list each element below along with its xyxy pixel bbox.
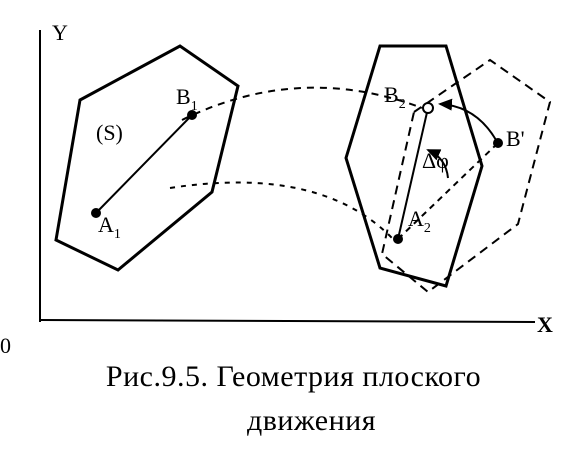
figure-caption-line-2: движения — [246, 404, 377, 437]
angle-arc-delta-phi — [426, 149, 449, 179]
label-a2: A2 — [408, 206, 431, 236]
figure-caption-line-1: Рис.9.5. Геометрия плоского — [105, 360, 482, 393]
label-a1: A1 — [98, 212, 121, 242]
point-b2 — [422, 102, 434, 114]
origin-label: 0 — [0, 333, 11, 358]
trajectory-a — [169, 181, 393, 239]
x-axis — [39, 319, 536, 323]
body-s-position-1 — [54, 44, 240, 272]
point-a2 — [393, 234, 403, 244]
body-s-position-2 — [344, 44, 484, 288]
label-b1: B1 — [176, 84, 198, 114]
body-translated-dashed — [380, 58, 552, 294]
y-axis-label: Y — [52, 20, 68, 45]
segment-a2-b-prime — [397, 142, 499, 240]
segment-a2-b2 — [397, 107, 429, 240]
point-b1 — [187, 110, 197, 120]
trajectory-b — [181, 86, 423, 121]
region-label: (S) — [96, 120, 123, 145]
point-a1 — [91, 208, 101, 218]
rotation-arc-b — [438, 98, 497, 141]
segment-a1-b1 — [95, 114, 193, 214]
label-b2: B2 — [384, 82, 406, 112]
point-b-prime — [493, 138, 503, 148]
x-axis-label: X — [537, 312, 553, 337]
angle-label: Δφ — [422, 148, 449, 173]
label-b-prime: B' — [506, 126, 525, 151]
